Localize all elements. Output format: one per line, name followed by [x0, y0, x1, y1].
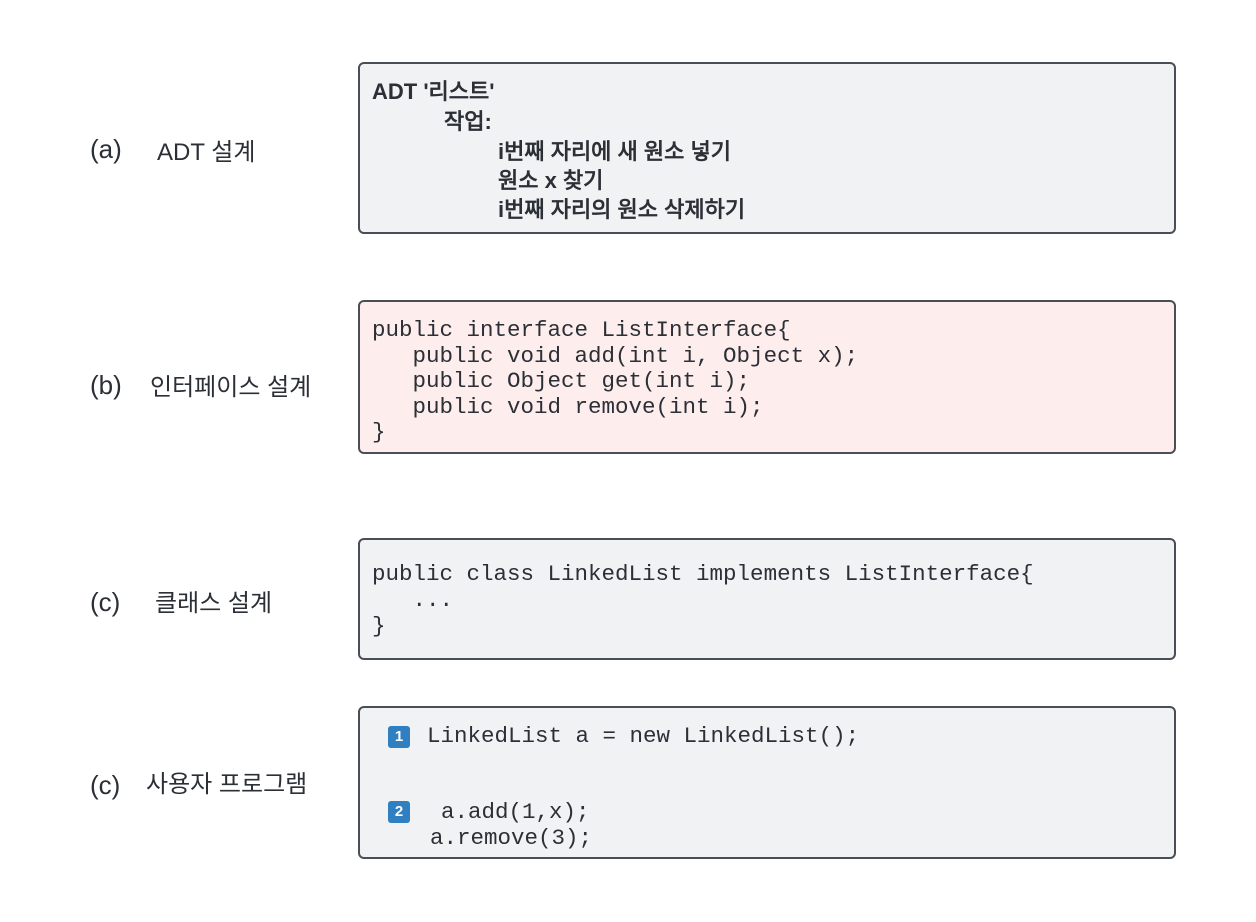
adt-box: ADT '리스트' 작업: i번째 자리에 새 원소 넣기 원소 x 찾기 i번…	[358, 62, 1176, 234]
interface-code-line: public void remove(int i);	[372, 393, 764, 420]
class-box: public class LinkedList implements ListI…	[358, 538, 1176, 660]
row-b-description: 인터페이스 설계	[150, 374, 312, 401]
interface-code-line: public interface ListInterface{	[372, 317, 791, 343]
adt-op-insert: i번째 자리에 새 원소 넣기	[498, 139, 731, 164]
adt-title: ADT '리스트'	[372, 79, 495, 104]
row-c-class-description: 클래스 설계	[155, 590, 273, 617]
class-code-line: ...	[372, 587, 454, 613]
adt-op-delete: i번째 자리의 원소 삭제하기	[498, 197, 746, 222]
program-code-line: a.remove(3);	[430, 825, 593, 851]
interface-code-line: }	[372, 419, 386, 446]
interface-code-line: public void add(int i, Object x);	[372, 342, 859, 369]
class-code-line: public class LinkedList implements ListI…	[372, 561, 1034, 587]
step-1-badge: 1	[388, 726, 410, 748]
row-a-label: (a)	[90, 134, 122, 164]
program-code-line: a.add(1,x);	[441, 799, 590, 825]
adt-ops-label: 작업:	[444, 109, 492, 134]
row-c-class-label: (c)	[90, 587, 121, 617]
class-code-line: }	[372, 613, 386, 639]
row-a-description: ADT 설계	[157, 139, 256, 166]
adt-op-find: 원소 x 찾기	[498, 168, 604, 193]
interface-code-line: public Object get(int i);	[372, 368, 751, 395]
program-code-line: LinkedList a = new LinkedList();	[427, 723, 860, 749]
step-2-badge: 2	[388, 801, 410, 823]
row-c-program-label: (c)	[90, 770, 121, 800]
row-c-program-description: 사용자 프로그램	[146, 771, 308, 798]
row-b-label: (b)	[90, 370, 122, 400]
program-box: 1 LinkedList a = new LinkedList(); 2 a.a…	[358, 706, 1176, 859]
interface-box: public interface ListInterface{ public v…	[358, 300, 1176, 454]
